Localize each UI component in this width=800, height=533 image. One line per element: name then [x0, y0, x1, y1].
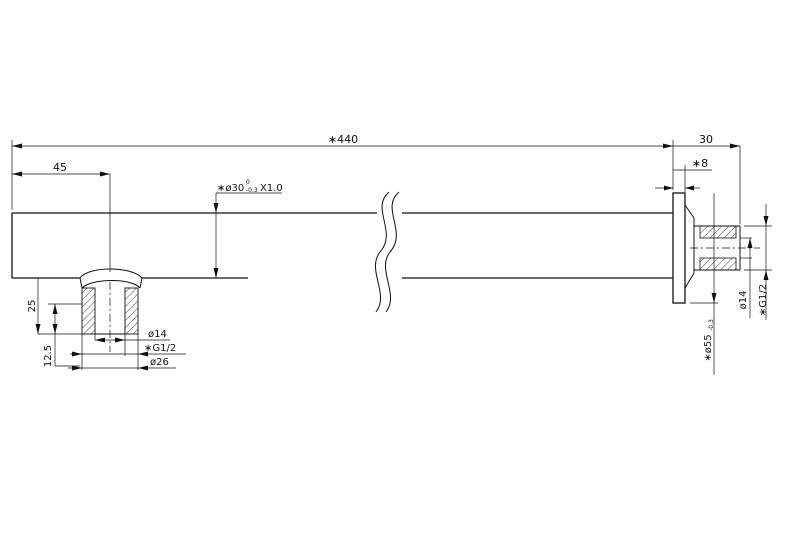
dim-outlet-bore-label: ø14: [738, 291, 749, 310]
dim-thread-length-label: 12.5: [43, 345, 54, 367]
dim-inlet-offset: [12, 171, 111, 272]
dim-outlet-diameters: [740, 204, 772, 320]
svg-text:-0.3: -0.3: [246, 187, 258, 194]
dim-tube-diameter-label: ∗ø30 0 -0.3 X1.0: [217, 179, 283, 194]
dim-flange-width-label: 30: [699, 133, 713, 146]
dim-overall-length: [11, 140, 674, 210]
dim-flange-thickness: [655, 165, 712, 192]
dim-flange-diameter-label: ∗ø55 -0.3: [703, 319, 715, 362]
dim-inlet-outer-label: ø26: [150, 357, 169, 368]
svg-text:∗ø55: ∗ø55: [703, 334, 714, 361]
dim-outlet-thread-label: ∗G1/2: [758, 284, 769, 316]
tube-body: [11, 212, 673, 279]
svg-text:X1.0: X1.0: [260, 183, 283, 194]
dim-overall-length-label: ∗440: [328, 133, 358, 146]
dim-flange-diameter: [690, 193, 718, 375]
dim-inlet-height-label: 25: [27, 300, 38, 313]
dim-flange-width: [673, 143, 741, 224]
svg-text:∗ø30: ∗ø30: [217, 183, 244, 194]
dim-tube-diameter: [213, 192, 282, 278]
outlet-section: [690, 225, 760, 271]
dim-flange-thickness-label: ∗8: [692, 157, 708, 170]
dim-inlet-offset-label: 45: [53, 161, 67, 174]
dim-inlet-height: [35, 278, 82, 335]
inlet-nipple: [79, 268, 143, 352]
dim-inlet-bore-label: ø14: [148, 329, 167, 340]
dim-inlet-diameters: [68, 334, 186, 371]
dim-thread-length: [48, 303, 82, 367]
break-symbol: [374, 191, 400, 313]
dim-inlet-thread-label: ∗G1/2: [144, 343, 176, 354]
svg-text:-0.3: -0.3: [708, 319, 715, 331]
svg-text:0: 0: [246, 179, 250, 186]
